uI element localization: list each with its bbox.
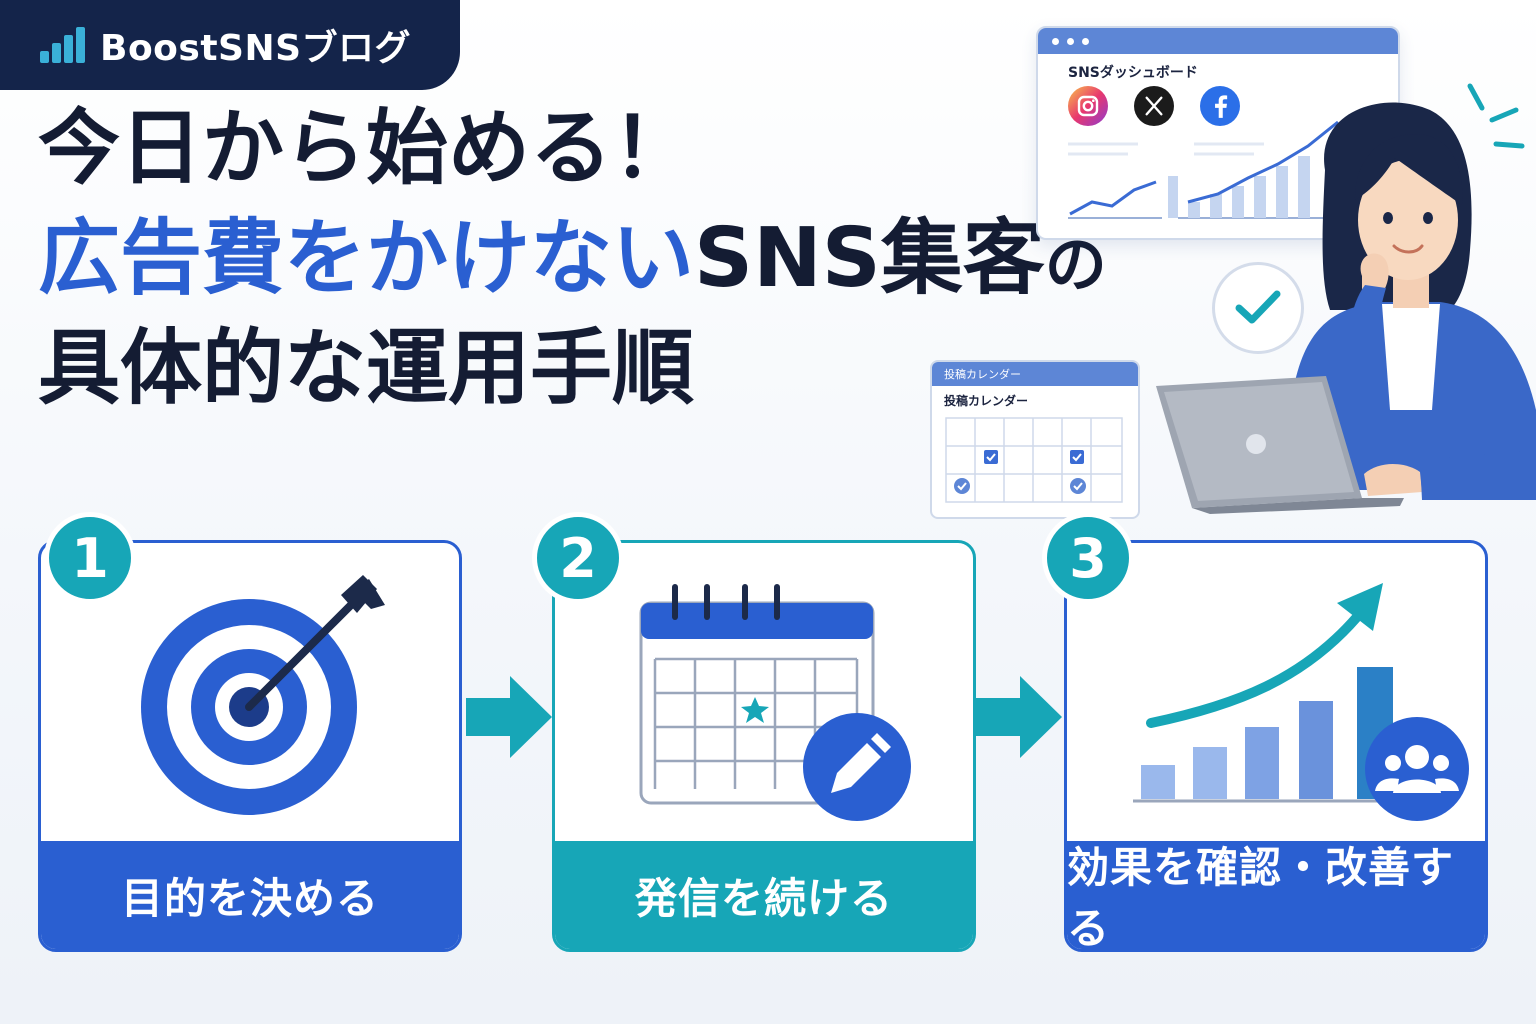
step-arrow-2-3: [976, 676, 1062, 758]
facebook-icon: [1200, 86, 1240, 126]
calendar-grid: [945, 417, 1123, 503]
step-3-number-badge: 3: [1042, 512, 1134, 604]
step-1-number-badge: 1: [44, 512, 136, 604]
growth-chart-icon: [1133, 583, 1469, 821]
headline-line-1: 今日から始める！: [38, 101, 695, 196]
calendar-pencil-icon: [639, 584, 911, 821]
target-arrow-icon: [141, 575, 385, 815]
post-calendar-window: 投稿カレンダー 投稿カレンダー: [930, 360, 1140, 519]
instagram-icon: [1068, 86, 1108, 126]
step-2-number-badge: 2: [532, 512, 624, 604]
step-card-2[interactable]: 発信を続ける: [552, 540, 976, 952]
step-3-label: 効果を確認・改善する: [1067, 841, 1485, 949]
check-bubble: [1212, 262, 1304, 354]
woman-at-laptop-illustration: [1156, 83, 1536, 514]
dashboard-title: SNSダッシュボード: [1068, 65, 1198, 81]
step-card-3[interactable]: 効果を確認・改善する: [1064, 540, 1488, 952]
step-2-label: 発信を続ける: [555, 841, 973, 949]
window-titlebar: [1038, 28, 1398, 54]
bar-chart-icon: [40, 27, 86, 63]
headline-particle: の: [1044, 228, 1107, 301]
headline-dark-text: SNS集客: [694, 211, 1045, 306]
check-icon: [1235, 290, 1281, 324]
step-card-1[interactable]: 目的を決める: [38, 540, 462, 952]
headline-line-2: 広告費をかけないSNS集客の: [38, 218, 1107, 328]
calendar-window-title: 投稿カレンダー: [944, 394, 1029, 408]
step-arrow-1-2: [466, 676, 552, 758]
calendar-window-titlebar: 投稿カレンダー: [932, 362, 1138, 386]
dashboard-chart: [1068, 120, 1358, 219]
x-icon: [1134, 86, 1174, 126]
headline-line-3: 具体的な運用手順: [38, 321, 695, 416]
headline: 今日から始める！ 広告費をかけないSNS集客の 具体的な運用手順: [38, 108, 1107, 410]
brand-badge[interactable]: BoostSNSブログ: [0, 0, 460, 90]
headline-blue-text: 広告費をかけない: [38, 211, 695, 306]
brand-name: BoostSNSブログ: [100, 28, 412, 69]
step-1-label: 目的を決める: [41, 841, 459, 949]
